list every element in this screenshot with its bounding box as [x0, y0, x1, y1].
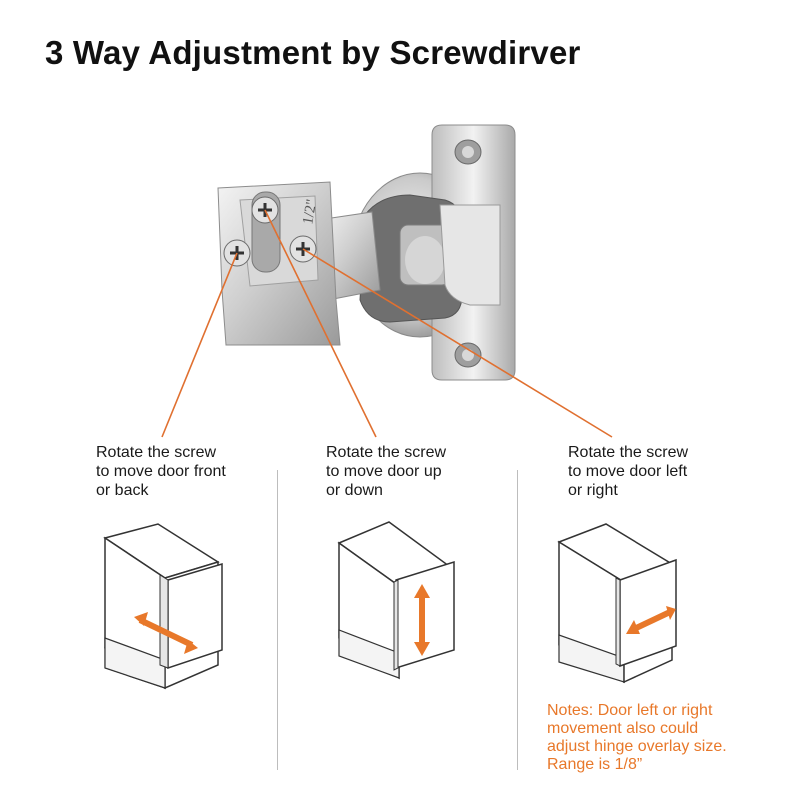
leader-line-left-right [302, 248, 613, 438]
page-title: 3 Way Adjustment by Screwdirver [45, 34, 581, 71]
column-divider [277, 470, 278, 770]
instruction-left-right: Rotate the screw to move door left or ri… [568, 444, 689, 499]
hinge-size-label: 1/2" [300, 198, 320, 226]
leader-line-up-down [264, 209, 377, 438]
double-arrow-icon [414, 584, 430, 656]
instruction-front-back: Rotate the screw to move door front or b… [96, 444, 226, 499]
double-arrow-icon [626, 606, 676, 634]
leader-lines [161, 209, 613, 438]
leader-line-front-back [161, 252, 238, 438]
column-divider [517, 470, 518, 770]
double-arrow-icon [134, 612, 198, 654]
cabinet-illustration [557, 523, 677, 684]
cabinet-illustration [103, 523, 223, 690]
adjustment-note: Notes: Door left or right movement also … [547, 702, 727, 773]
instruction-up-down: Rotate the screw to move door up or down [326, 444, 447, 499]
cabinet-illustration [337, 521, 455, 680]
hinge-photo: 1/2" [217, 124, 516, 381]
